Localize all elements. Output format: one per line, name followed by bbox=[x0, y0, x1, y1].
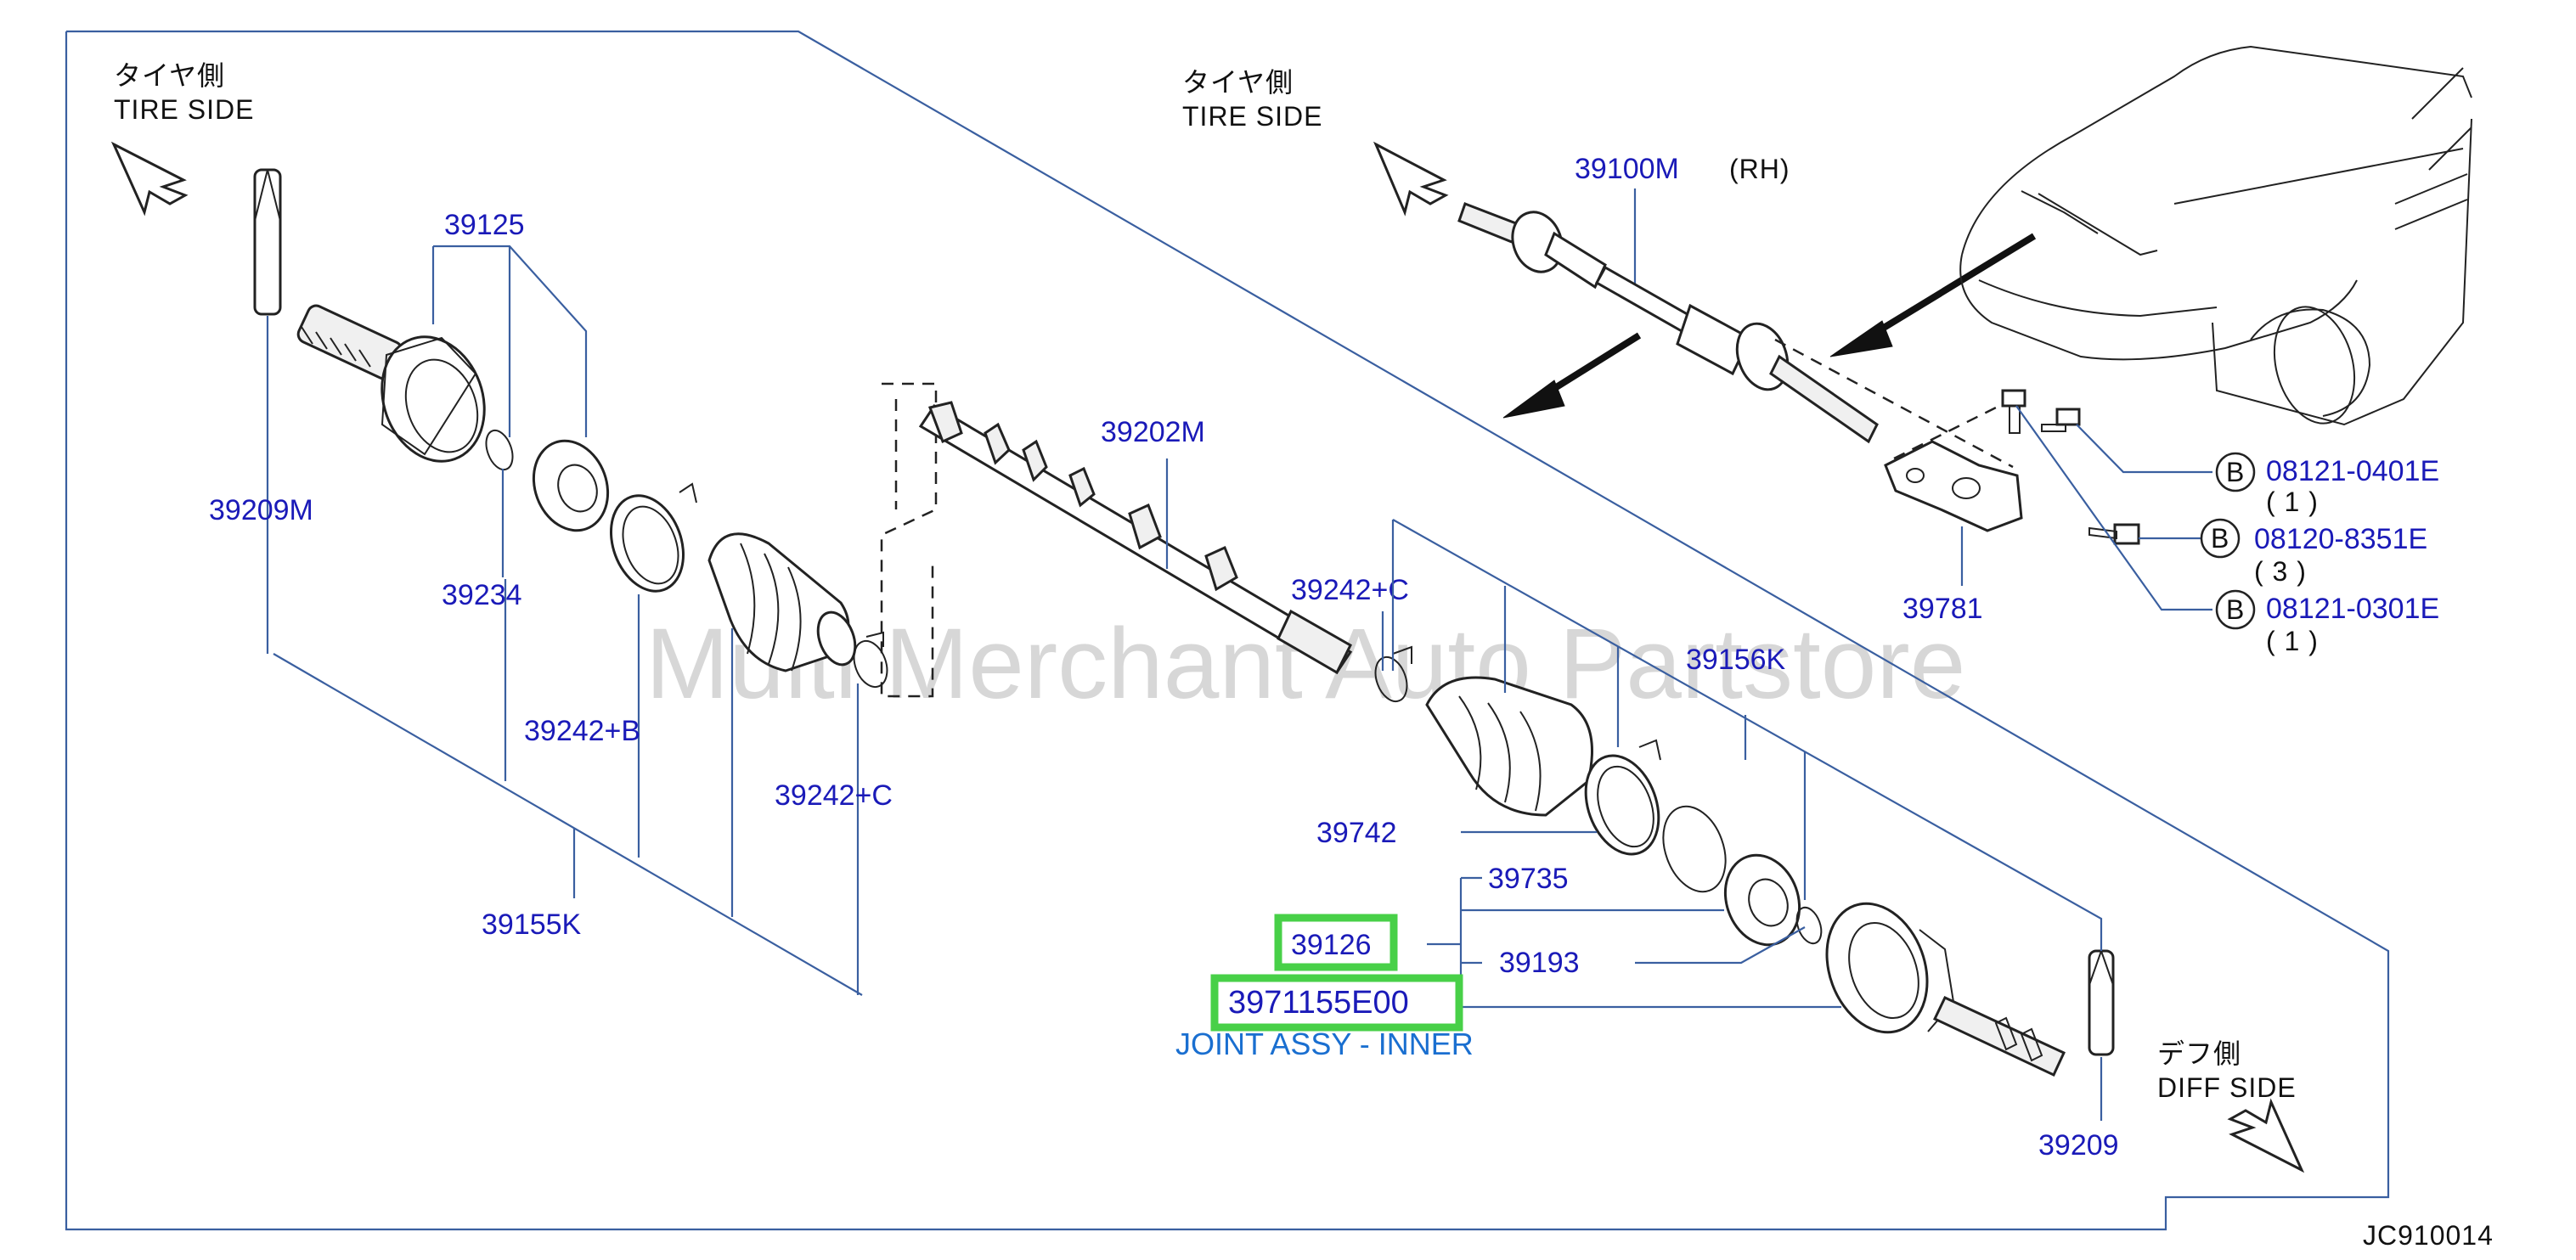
part-snap-ring-large bbox=[1662, 805, 1727, 893]
bolt-callout-1: B 08121-0401E ( 1 ) bbox=[2215, 452, 2439, 517]
bolt-callout-3: B 08121-0301E ( 1 ) bbox=[2215, 589, 2439, 656]
part-outer-boot bbox=[707, 532, 857, 672]
part-39242B-band bbox=[609, 482, 697, 593]
label-39155K: 39155K bbox=[482, 908, 582, 941]
bolt-badge-2: B bbox=[2211, 523, 2229, 554]
label-39202M: 39202M bbox=[1101, 416, 1205, 448]
bolt-part-3: 08121-0301E bbox=[2266, 593, 2439, 625]
highlight-box-3971155E00 bbox=[1210, 974, 1463, 1032]
part-39209-sleeve bbox=[2088, 948, 2115, 1056]
label-39209: 39209 bbox=[2038, 1129, 2119, 1162]
bolt-qty-1: ( 1 ) bbox=[2266, 487, 2319, 517]
part-39202M-shaft bbox=[918, 401, 1353, 675]
part-39735-inner-race bbox=[1723, 853, 1801, 947]
bolt-icon-3 bbox=[2088, 523, 2140, 545]
diff-side-jp: デフ側 bbox=[2157, 1038, 2241, 1069]
label-39100M: 39100M bbox=[1575, 153, 1679, 185]
bolt-qty-2: ( 3 ) bbox=[2254, 556, 2307, 587]
tire-side-label-left: TIRE SIDE bbox=[114, 94, 254, 125]
part-inner-boot bbox=[1425, 676, 1593, 817]
label-3971155E00[interactable]: 3971155E00 bbox=[1228, 985, 1409, 1021]
label-39242C-left: 39242+C bbox=[775, 779, 893, 812]
tire-side-jp-left: タイヤ側 bbox=[114, 60, 225, 91]
part-3971155E00-joint-housing bbox=[1825, 902, 2066, 1077]
part-39242C-small-band-left bbox=[853, 631, 888, 689]
bolt-part-1: 08121-0401E bbox=[2266, 455, 2439, 487]
part-39742-band bbox=[1584, 739, 1661, 856]
part-39781-bracket bbox=[1884, 440, 2023, 532]
bolt-badge-3: B bbox=[2226, 594, 2245, 625]
label-39242B: 39242+B bbox=[524, 715, 640, 747]
install-arrow-right-icon bbox=[1829, 233, 2037, 357]
bolt-qty-3: ( 1 ) bbox=[2266, 626, 2319, 656]
part-39209M-sleeve bbox=[253, 168, 282, 316]
bolt-callout-2: B 08120-8351E ( 3 ) bbox=[2200, 518, 2427, 587]
label-39156K: 39156K bbox=[1686, 644, 1786, 676]
label-39125: 39125 bbox=[444, 209, 525, 241]
label-39242C-mid: 39242+C bbox=[1291, 574, 1409, 606]
bolt-icon-1 bbox=[2001, 389, 2026, 434]
diff-side-arrow-icon bbox=[2227, 1098, 2305, 1173]
diff-side-label: DIFF SIDE bbox=[2157, 1072, 2297, 1103]
install-arrow-left-icon bbox=[1502, 332, 1642, 419]
label-39209M: 39209M bbox=[209, 494, 313, 526]
label-39742: 39742 bbox=[1316, 817, 1397, 849]
label-39100M-side: (RH) bbox=[1729, 154, 1790, 184]
label-39735: 39735 bbox=[1488, 863, 1569, 895]
label-39781: 39781 bbox=[1902, 593, 1983, 625]
part-39193-snap-ring bbox=[1795, 906, 1823, 945]
tire-side-arrow-right-icon bbox=[1373, 141, 1449, 217]
highlight-box-39126 bbox=[1274, 914, 1398, 971]
tire-side-jp-right: タイヤ側 bbox=[1182, 67, 1294, 98]
bolt-icon-2 bbox=[2041, 408, 2081, 432]
tire-side-label-right: TIRE SIDE bbox=[1182, 101, 1322, 132]
part-inner-race bbox=[532, 439, 610, 532]
tire-side-arrow-left-icon bbox=[110, 141, 189, 217]
drawing-code: JC910014 bbox=[2363, 1220, 2494, 1251]
label-39193: 39193 bbox=[1499, 947, 1580, 979]
label-39234: 39234 bbox=[442, 579, 522, 611]
caption-joint-assy-inner: JOINT ASSY - INNER bbox=[1175, 1027, 1474, 1061]
label-39126[interactable]: 39126 bbox=[1291, 929, 1372, 961]
bolt-part-2: 08120-8351E bbox=[2254, 523, 2427, 555]
bolt-badge-1: B bbox=[2226, 457, 2245, 487]
diagram-frame bbox=[65, 30, 2390, 1231]
vehicle-outline-icon bbox=[1959, 45, 2472, 426]
part-outer-cv-joint bbox=[296, 304, 486, 463]
part-39234-snap-ring bbox=[485, 429, 514, 471]
